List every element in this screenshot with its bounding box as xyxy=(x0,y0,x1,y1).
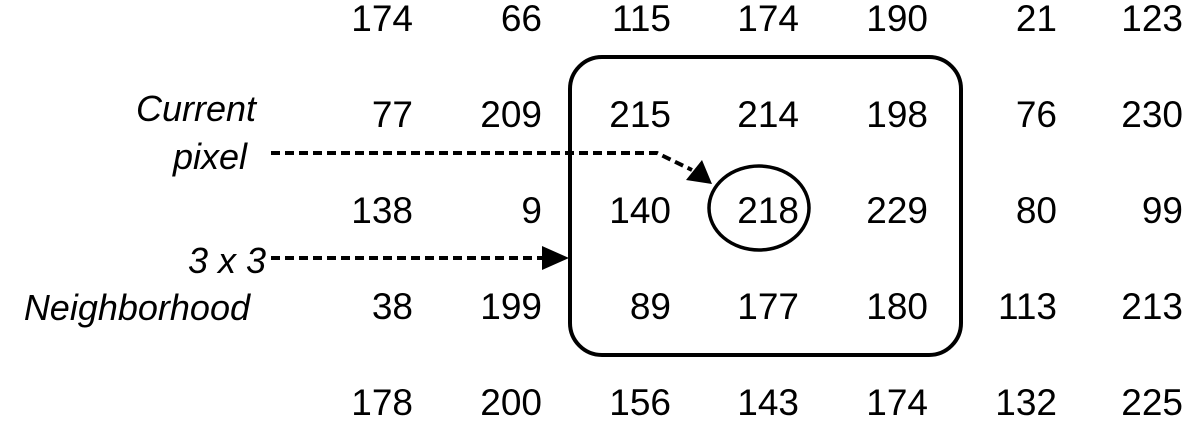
grid-cell: 200 xyxy=(480,382,542,423)
grid-cell: 66 xyxy=(500,0,542,39)
grid-cell: 113 xyxy=(998,286,1057,327)
current-pixel-circle xyxy=(707,164,811,252)
grid-cell: 214 xyxy=(737,94,799,135)
grid-cell: 99 xyxy=(1141,190,1183,231)
grid-cell: 198 xyxy=(866,94,928,135)
neighborhood-label-line1: 3 x 3 xyxy=(187,240,266,281)
grid-cell: 140 xyxy=(609,190,671,231)
grid-cell: 76 xyxy=(1015,94,1057,135)
grid-cell: 89 xyxy=(629,286,671,327)
grid-cell: 190 xyxy=(866,0,928,39)
current-pixel-arrow xyxy=(271,151,712,184)
grid-cell: 9 xyxy=(521,190,542,231)
neighborhood-label-line2: Neighborhood xyxy=(23,287,250,328)
grid-cell: 180 xyxy=(866,286,928,327)
current-pixel-label-line1: Current xyxy=(135,88,256,129)
grid-cell: 213 xyxy=(1121,286,1183,327)
grid-cell: 80 xyxy=(1015,190,1057,231)
grid-cell: 115 xyxy=(612,0,671,39)
grid-cell: 132 xyxy=(995,382,1057,423)
diagram-overlay xyxy=(271,55,963,357)
grid-cell: 123 xyxy=(1121,0,1183,39)
grid-cell: 199 xyxy=(480,286,542,327)
neighborhood-box xyxy=(568,55,963,357)
grid-cell: 156 xyxy=(609,382,671,423)
current-pixel-value: 218 xyxy=(737,190,799,231)
current-pixel-label-line2: pixel xyxy=(172,136,247,177)
grid-cell: 21 xyxy=(1015,0,1057,39)
grid-cell: 143 xyxy=(737,382,799,423)
grid-cell: 230 xyxy=(1121,94,1183,135)
grid-cell: 77 xyxy=(371,94,413,135)
grid-cell: 174 xyxy=(351,0,413,39)
grid-cell: 138 xyxy=(351,190,413,231)
grid-cell: 177 xyxy=(737,286,799,327)
grid-cell: 209 xyxy=(480,94,542,135)
grid-cell: 215 xyxy=(609,94,671,135)
grid-cell: 38 xyxy=(371,286,413,327)
grid-cell: 229 xyxy=(866,190,928,231)
grid-cell: 225 xyxy=(1121,382,1183,423)
grid-cell: 174 xyxy=(866,382,928,423)
grid-cell: 174 xyxy=(737,0,799,39)
neighborhood-arrow xyxy=(271,246,569,270)
grid-cell: 178 xyxy=(351,382,413,423)
